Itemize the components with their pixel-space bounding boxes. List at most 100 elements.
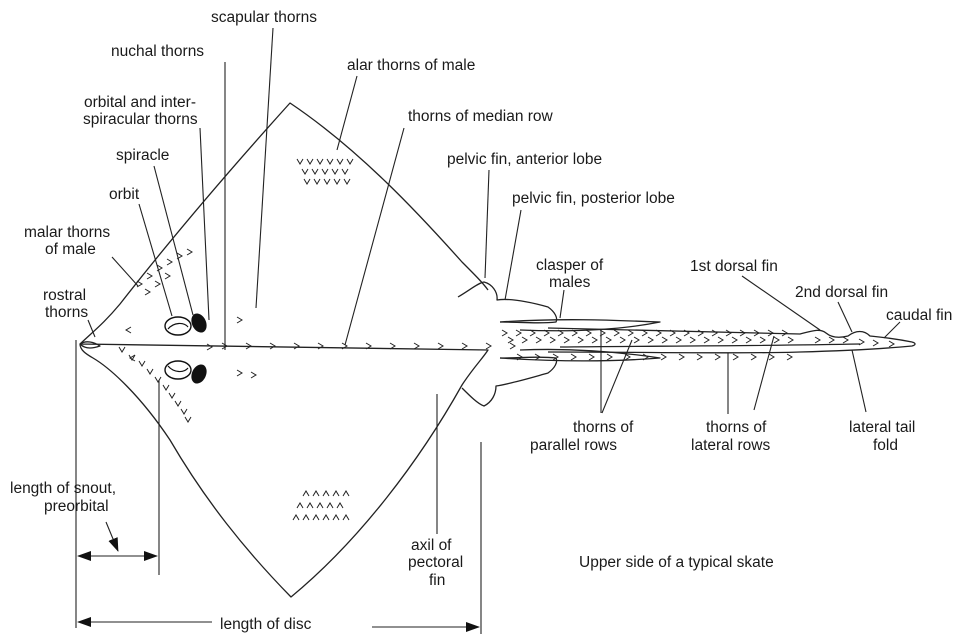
thorn-mark <box>553 354 558 360</box>
thorn-mark <box>522 337 527 343</box>
thorn-mark <box>614 330 619 336</box>
label-clasper-2: males <box>549 274 591 291</box>
thorn-mark <box>307 503 313 508</box>
leader-median <box>345 128 404 345</box>
thorn-mark <box>303 515 309 520</box>
thorn-mark <box>307 159 313 164</box>
label-disc-length: length of disc <box>220 616 312 633</box>
thorn-mark <box>317 503 323 508</box>
thorn-mark <box>676 337 681 343</box>
thorn-mark <box>679 354 684 360</box>
thorn-mark <box>704 337 709 343</box>
thorn-mark <box>155 281 160 287</box>
thorn-mark <box>165 273 170 279</box>
thorn-mark <box>344 179 350 184</box>
label-parallel-1: thorns of <box>573 419 634 436</box>
label-second-dorsal: 2nd dorsal fin <box>795 284 888 301</box>
leader-lateral-fold <box>852 350 866 412</box>
thorn-mark <box>746 337 751 343</box>
thorn-mark <box>293 515 299 520</box>
thorn-mark <box>139 361 145 366</box>
thorn-mark <box>333 491 339 496</box>
thorn-mark <box>712 330 717 336</box>
label-median-row: thorns of median row <box>408 108 554 125</box>
rostral-tip <box>80 342 100 348</box>
label-pelvic-anterior: pelvic fin, anterior lobe <box>447 151 602 168</box>
thorn-mark <box>606 337 611 343</box>
thorn-mark <box>126 327 131 333</box>
thorn-mark <box>207 344 212 350</box>
thorn-mark <box>313 491 319 496</box>
thorn-mark <box>843 337 848 343</box>
thorn-mark <box>237 317 242 323</box>
label-malar-1: malar thorns <box>24 224 110 241</box>
thorn-mark <box>508 337 513 343</box>
thorn-mark <box>578 337 583 343</box>
label-lateral-rows-1: thorns of <box>706 419 767 436</box>
leader-orbit <box>139 204 172 316</box>
thorn-mark <box>322 169 328 174</box>
thorn-mark <box>332 169 338 174</box>
thorn-mark <box>592 337 597 343</box>
thorn-mark <box>347 159 353 164</box>
label-parallel-2: parallel rows <box>530 437 617 454</box>
thorn-mark <box>732 337 737 343</box>
lateral-tail-fold <box>560 344 860 347</box>
thorn-mark <box>314 179 320 184</box>
label-axil-1: axil of <box>411 537 452 554</box>
leader-rostral <box>88 320 95 337</box>
thorn-mark <box>829 337 834 343</box>
label-snout-2: preorbital <box>44 498 109 515</box>
thorn-mark <box>815 337 820 343</box>
thorn-mark <box>889 341 894 347</box>
spiracle-lower <box>188 362 209 386</box>
thorn-mark <box>333 515 339 520</box>
measurement-lines <box>76 340 481 634</box>
label-malar-2: of male <box>45 241 96 258</box>
thorn-mark <box>187 249 192 255</box>
label-alar-thorns: alar thorns of male <box>347 57 475 74</box>
thorn-mark <box>662 337 667 343</box>
label-rostral-1: rostral <box>43 287 86 304</box>
leader-lateral-b <box>754 336 774 410</box>
thorn-mark <box>155 377 161 382</box>
thorn-mark <box>620 337 625 343</box>
thorn-mark <box>317 159 323 164</box>
thorn-mark <box>697 354 702 360</box>
thorn-mark <box>313 515 319 520</box>
thorn-mark <box>119 347 125 352</box>
thorn-mark <box>327 159 333 164</box>
thorn-mark <box>589 354 594 360</box>
label-snout-1: length of snout, <box>10 480 116 497</box>
thorn-mark <box>690 337 695 343</box>
leader-orbital <box>200 128 209 320</box>
thorn-mark <box>323 515 329 520</box>
thorn-mark <box>251 372 256 378</box>
thorn-mark <box>698 330 703 336</box>
thorn-mark <box>760 337 765 343</box>
thorn-mark <box>774 337 779 343</box>
leader-clasper <box>560 290 564 318</box>
label-lateral-fold-2: fold <box>873 437 898 454</box>
thorn-mark <box>859 339 864 345</box>
label-caudal: caudal fin <box>886 307 952 324</box>
thorn-mark <box>571 354 576 360</box>
thorn-mark <box>302 169 308 174</box>
label-orbit: orbit <box>109 186 140 203</box>
thorn-mark <box>237 370 242 376</box>
leader-pelvic-posterior <box>505 210 521 300</box>
thorn-mark <box>297 503 303 508</box>
leader-pelvic-anterior <box>485 170 489 278</box>
leader-second-dorsal <box>838 302 852 332</box>
thorn-mark <box>536 337 541 343</box>
thorn-mark <box>334 179 340 184</box>
thorn-mark <box>634 337 639 343</box>
label-scapular-thorns: scapular thorns <box>211 9 317 26</box>
thorn-mark <box>607 354 612 360</box>
thorn-mark <box>343 515 349 520</box>
thorn-mark <box>312 169 318 174</box>
label-lateral-rows-2: lateral rows <box>691 437 770 454</box>
thorn-mark <box>661 354 666 360</box>
thorn-mark <box>564 337 569 343</box>
